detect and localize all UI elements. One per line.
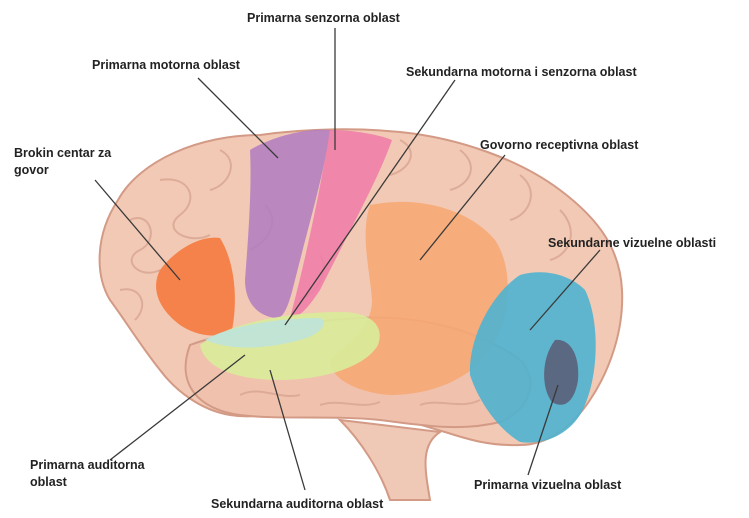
label-primary-sensory: Primarna senzorna oblast [247, 10, 400, 27]
label-primary-motor: Primarna motorna oblast [92, 57, 240, 74]
brainstem [340, 420, 440, 500]
label-primary-auditory-line2: oblast [30, 474, 145, 491]
label-secondary-auditory: Sekundarna auditorna oblast [211, 496, 383, 513]
label-secondary-motor-sensory: Sekundarna motorna i senzorna oblast [406, 64, 637, 81]
label-broca: Brokin centar za govor [14, 145, 111, 179]
label-primary-visual: Primarna vizuelna oblast [474, 477, 621, 494]
label-broca-line2: govor [14, 162, 111, 179]
label-broca-line1: Brokin centar za [14, 145, 111, 162]
label-primary-auditory-line1: Primarna auditorna [30, 457, 145, 474]
label-primary-auditory: Primarna auditorna oblast [30, 457, 145, 491]
label-secondary-visual: Sekundarne vizuelne oblasti [548, 235, 716, 252]
label-speech-receptive: Govorno receptivna oblast [480, 137, 638, 154]
